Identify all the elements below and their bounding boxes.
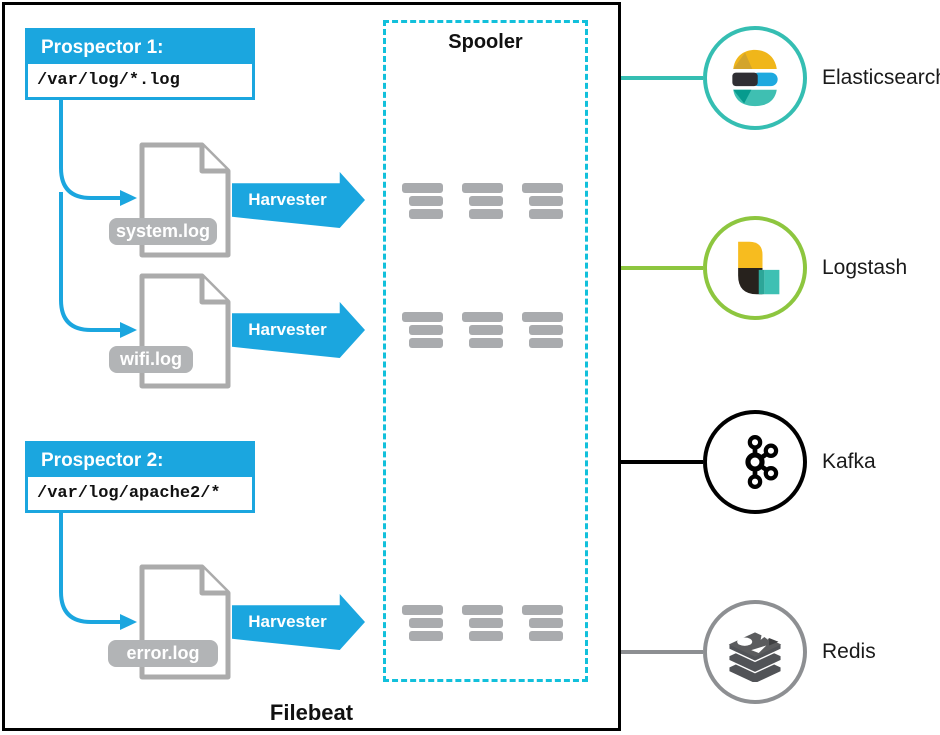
filebeat-label: Filebeat bbox=[269, 700, 354, 725]
output-logstash bbox=[703, 216, 807, 320]
prospector-1-box: Prospector 1: /var/log/*.log bbox=[25, 28, 255, 100]
event-bars bbox=[522, 605, 563, 641]
prospector-2-path: /var/log/apache2/* bbox=[28, 477, 252, 510]
file-name-chip: wifi.log bbox=[109, 346, 193, 373]
prospector-2-title: Prospector 2: bbox=[28, 444, 252, 477]
elasticsearch-logo-icon bbox=[732, 49, 778, 107]
output-elasticsearch bbox=[703, 26, 807, 130]
output-connector-lines bbox=[621, 76, 703, 654]
event-bars bbox=[522, 183, 563, 219]
event-buffer-group bbox=[402, 312, 563, 348]
prospector-1-title: Prospector 1: bbox=[28, 31, 252, 64]
event-bars bbox=[402, 183, 443, 219]
file-name-chip: system.log bbox=[109, 218, 217, 245]
prospector-1-path: /var/log/*.log bbox=[28, 64, 252, 97]
output-redis bbox=[703, 600, 807, 704]
event-bars bbox=[402, 605, 443, 641]
prospector-2-box: Prospector 2: /var/log/apache2/* bbox=[25, 441, 255, 513]
event-bars bbox=[462, 605, 503, 641]
event-bars bbox=[522, 312, 563, 348]
redis-logo-icon bbox=[728, 627, 782, 682]
kafka-logo-icon bbox=[745, 435, 779, 489]
event-buffer-group bbox=[402, 183, 563, 219]
spooler-box: Spooler bbox=[383, 20, 588, 682]
harvester-arrow: Harvester bbox=[232, 302, 365, 358]
harvester-label: Harvester bbox=[248, 612, 327, 631]
output-label: Redis bbox=[822, 640, 876, 663]
spooler-title: Spooler bbox=[448, 31, 523, 53]
harvester-label: Harvester bbox=[248, 320, 327, 339]
event-bars bbox=[462, 312, 503, 348]
output-kafka bbox=[703, 410, 807, 514]
event-bars bbox=[462, 183, 503, 219]
event-buffer-group bbox=[402, 605, 563, 641]
output-label: Logstash bbox=[822, 256, 908, 279]
output-label: Elasticsearch bbox=[822, 66, 940, 89]
logstash-logo-icon bbox=[738, 241, 780, 295]
harvester-label: Harvester bbox=[248, 190, 327, 209]
file-name-chip: error.log bbox=[108, 640, 218, 667]
output-label: Kafka bbox=[822, 450, 876, 473]
event-bars bbox=[402, 312, 443, 348]
